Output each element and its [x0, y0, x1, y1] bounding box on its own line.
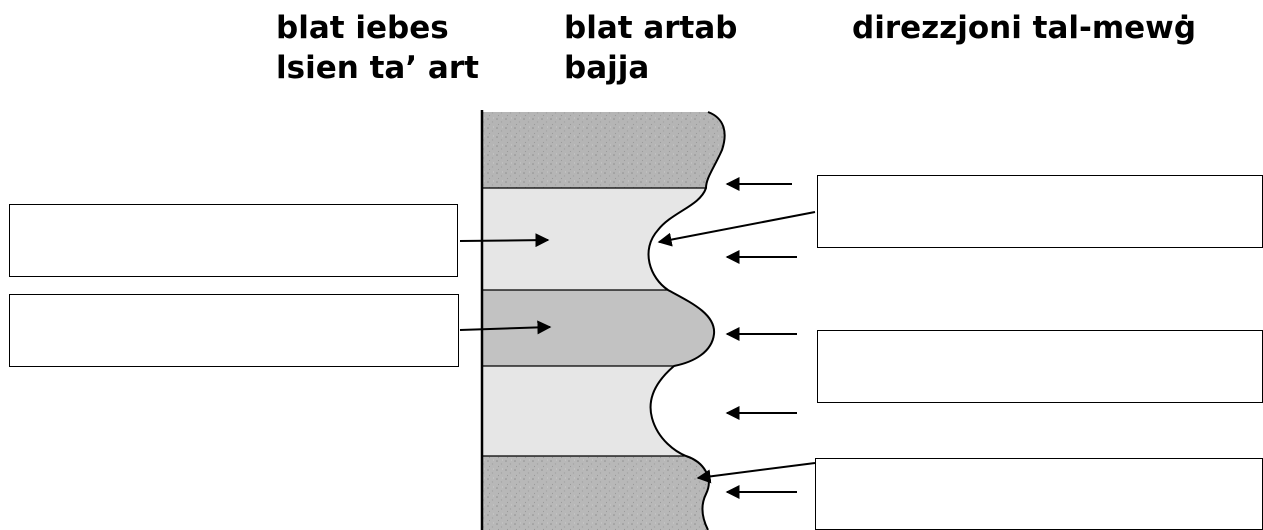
wave-direction-arrows — [725, 177, 797, 499]
pointer-right-1 — [657, 211, 816, 247]
soft-rock-bay-lower — [482, 366, 686, 456]
answer-box-right-1[interactable] — [817, 175, 1263, 248]
pointer-left-2 — [459, 320, 552, 335]
hard-rock-headland-middle — [482, 290, 715, 366]
heading-soft-rock-line-2: bajja — [564, 50, 650, 86]
heading-hard-rock-line-2: lsien ta’ art — [276, 50, 479, 86]
heading-wave-direction: direzzjoni tal-mewġ — [852, 10, 1197, 46]
answer-box-left-1[interactable] — [9, 204, 458, 277]
answer-box-left-2[interactable] — [9, 294, 459, 367]
hard-rock-texture-bottom — [482, 456, 709, 530]
pointer-left-1 — [459, 233, 550, 248]
band-boundaries — [482, 187, 706, 457]
answer-box-right-3[interactable] — [815, 458, 1263, 530]
hard-rock-texture-top — [482, 112, 725, 188]
answer-box-right-2[interactable] — [817, 330, 1263, 403]
heading-soft-rock-line-1: blat artab — [564, 10, 738, 46]
label-pointer-arrows — [459, 211, 816, 484]
heading-hard-rock-line-1: blat iebes — [276, 10, 449, 46]
soft-rock-bay-upper — [482, 188, 706, 290]
coastline — [647, 111, 726, 530]
pointer-right-3 — [696, 462, 816, 484]
